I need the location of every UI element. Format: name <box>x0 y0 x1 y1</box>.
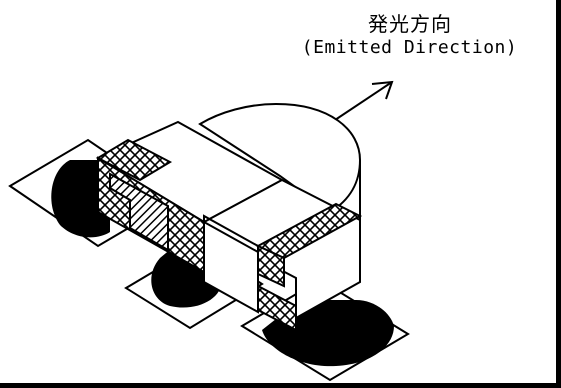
emitted-direction-label-en: (Emitted Direction) <box>301 37 518 58</box>
package-body <box>95 120 363 332</box>
emission-arrow-icon <box>331 80 394 123</box>
emitted-direction-label-jp: 発光方向 <box>368 12 452 36</box>
